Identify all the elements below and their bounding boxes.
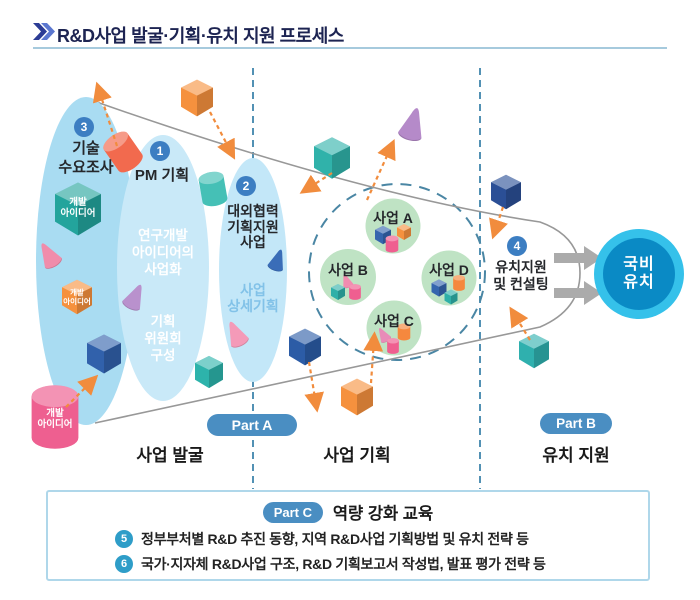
stage1-ellipse	[117, 135, 209, 401]
project-d-label: 사업 D	[429, 262, 469, 278]
stage4-title: 유치지원 및 컨설팅	[493, 259, 549, 292]
funnel-to-goal-arrows	[554, 246, 602, 305]
stage1-badge: 1	[150, 141, 170, 161]
project-a-label: 사업 A	[373, 210, 413, 226]
stage2-footer: 사업 상세기획	[227, 282, 279, 314]
stage3-badge: 3	[74, 117, 94, 137]
cube-icon	[289, 328, 321, 366]
education-item: 6 국가·지자체 R&D사업 구조, R&D 기획보고서 작성법, 발표 평가 …	[48, 554, 648, 574]
cone-icon	[396, 105, 429, 144]
title-underline	[33, 47, 667, 49]
flow-arrows	[65, 81, 531, 413]
education-header: Part C 역량 강화 교육	[48, 500, 648, 524]
education-box: Part C 역량 강화 교육 5 정부부처별 R&D 추진 동향, 지역 R&…	[46, 490, 650, 581]
stage2-badge: 2	[236, 176, 256, 196]
section-attract-label: 유치 지원	[542, 446, 610, 465]
stage2-title: 대외협력 기획지원 사업	[227, 203, 279, 250]
stage1-title: PM 기획	[134, 167, 190, 184]
stage1-body: 연구개발 아이디어의 사업화	[131, 228, 195, 277]
education-item-text: 정부부처별 R&D 추진 동향, 지역 R&D사업 기획방법 및 유치 전략 등	[141, 531, 529, 547]
cube-icon	[341, 378, 373, 416]
stage3-title: 기술 수요조사	[58, 140, 114, 176]
page-title: R&D사업 발굴·기획·유치 지원 프로세스	[57, 26, 344, 46]
double-chevron-icon	[33, 23, 55, 40]
idea-label-teal: 개발 아이디어	[60, 197, 96, 219]
education-item-badge: 6	[115, 555, 133, 573]
section-discover-label: 사업 발굴	[136, 446, 204, 465]
education-item-badge: 5	[115, 530, 133, 548]
stage1-footer: 기획 위원회 구성	[144, 314, 182, 363]
stage4-badge: 4	[507, 236, 527, 256]
part-b-pill: Part B	[540, 413, 612, 434]
cube-icon	[491, 174, 521, 210]
part-c-pill: Part C	[262, 501, 323, 523]
education-title: 역량 강화 교육	[332, 505, 434, 523]
project-b-label: 사업 B	[328, 262, 368, 278]
idea-label-orange: 개발 아이디어	[63, 288, 91, 306]
section-plan-label: 사업 기획	[323, 446, 391, 465]
education-item-text: 국가·지자체 R&D사업 구조, R&D 기획보고서 작성법, 발표 평가 전략…	[141, 556, 546, 572]
cube-icon	[181, 79, 213, 117]
part-a-pill: Part A	[207, 414, 297, 436]
project-group-dashed-circle	[308, 183, 486, 361]
goal-label: 국비 유치	[623, 256, 655, 291]
goal-circle	[603, 238, 675, 310]
education-item: 5 정부부처별 R&D 추진 동향, 지역 R&D사업 기획방법 및 유치 전략…	[48, 529, 648, 549]
idea-label-pink: 개발 아이디어	[37, 408, 73, 430]
project-c-label: 사업 C	[374, 313, 414, 329]
cube-icon	[519, 333, 549, 369]
